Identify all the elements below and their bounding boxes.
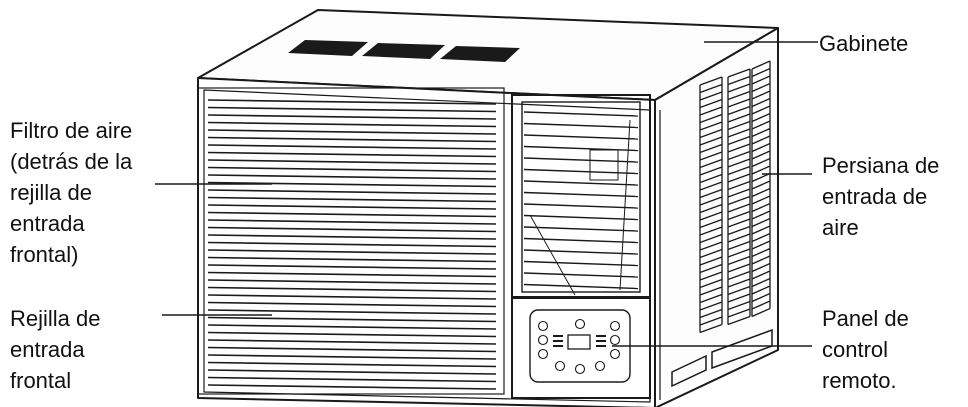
label-line: aire bbox=[822, 212, 939, 243]
label-gabinete: Gabinete bbox=[819, 28, 908, 59]
label-line: Persiana de bbox=[822, 150, 939, 181]
label-line: entrada bbox=[10, 208, 132, 239]
label-line: entrada de bbox=[822, 181, 939, 212]
label-line: Panel de bbox=[822, 303, 909, 334]
label-line: rejilla de bbox=[10, 177, 132, 208]
label-line: control bbox=[822, 334, 909, 365]
label-panel: Panel de control remoto. bbox=[822, 303, 909, 396]
label-line: Gabinete bbox=[819, 28, 908, 59]
label-line: frontal bbox=[10, 365, 101, 396]
label-line: (detrás de la bbox=[10, 146, 132, 177]
label-line: Filtro de aire bbox=[10, 115, 132, 146]
label-filtro-de-aire: Filtro de aire (detrás de la rejilla de … bbox=[10, 115, 132, 270]
label-line: Rejilla de bbox=[10, 303, 101, 334]
label-line: remoto. bbox=[822, 365, 909, 396]
label-line: entrada bbox=[10, 334, 101, 365]
label-line: frontal) bbox=[10, 239, 132, 270]
label-persiana: Persiana de entrada de aire bbox=[822, 150, 939, 243]
label-rejilla: Rejilla de entrada frontal bbox=[10, 303, 101, 396]
